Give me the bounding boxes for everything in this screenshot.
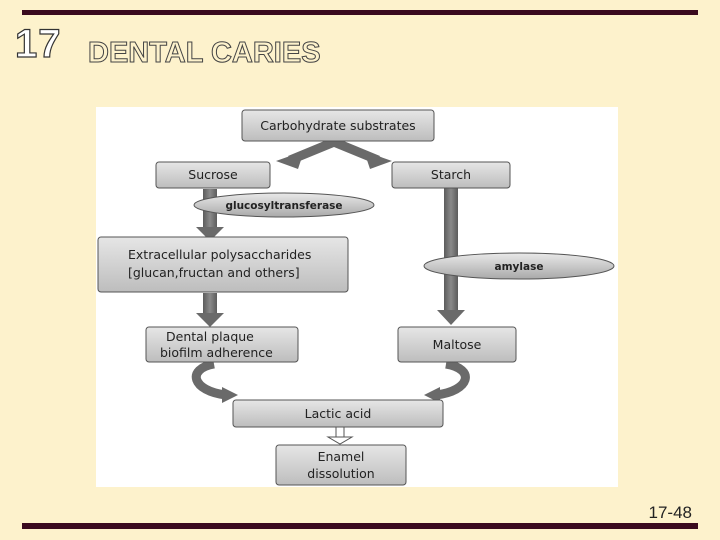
enzyme-glucosyltransferase: glucosyltransferase: [193, 192, 375, 218]
label-plaque-line1: Dental plaque: [166, 329, 254, 344]
double-arrow-carbohydrate: [276, 137, 392, 169]
box-extracellular-polysaccharides: Extracellular polysaccharides [glucan,fr…: [97, 236, 349, 293]
box-carbohydrate-substrates: Carbohydrate substrates: [241, 109, 435, 142]
slide-page-number: 17-48: [648, 503, 692, 522]
diagram-svg: Carbohydrate substrates Sucrose Starch E…: [97, 109, 615, 486]
label-amylase: amylase: [495, 261, 544, 273]
label-eps-line1: Extracellular polysaccharides: [128, 247, 311, 262]
label-gtf: glucosyltransferase: [225, 200, 342, 212]
label-lactic: Lactic acid: [305, 406, 372, 421]
arrow-starch-to-maltose: [437, 188, 465, 325]
curved-arrow-left: [191, 359, 238, 403]
label-sucrose: Sucrose: [188, 167, 238, 182]
label-eps-line2: [glucan,fructan and others]: [128, 265, 300, 280]
label-enamel-line1: Enamel: [318, 449, 365, 464]
label-carbohydrate: Carbohydrate substrates: [260, 118, 415, 133]
label-enamel-line2: dissolution: [307, 466, 374, 481]
label-plaque-line2: biofilm adherence: [160, 345, 273, 360]
bottom-rule: [22, 523, 698, 529]
caries-flow-diagram: Carbohydrate substrates Sucrose Starch E…: [96, 107, 618, 487]
box-maltose: Maltose: [397, 326, 517, 363]
arrow-lactic-to-enamel: [326, 426, 354, 445]
box-dental-plaque: Dental plaque biofilm adherence: [145, 326, 299, 363]
box-lactic-acid: Lactic acid: [232, 399, 444, 428]
label-starch: Starch: [431, 167, 471, 182]
box-sucrose: Sucrose: [155, 161, 271, 189]
top-rule: [22, 10, 698, 15]
slide-title: DENTAL CARIES: [88, 37, 322, 70]
enzyme-amylase: amylase: [423, 252, 615, 280]
box-starch: Starch: [391, 161, 511, 189]
slide-number-title: 17: [14, 21, 62, 66]
arrow-eps-to-plaque: [196, 293, 224, 327]
label-maltose: Maltose: [433, 337, 482, 352]
curved-arrow-right: [424, 359, 470, 403]
box-enamel-dissolution: Enamel dissolution: [275, 444, 407, 486]
